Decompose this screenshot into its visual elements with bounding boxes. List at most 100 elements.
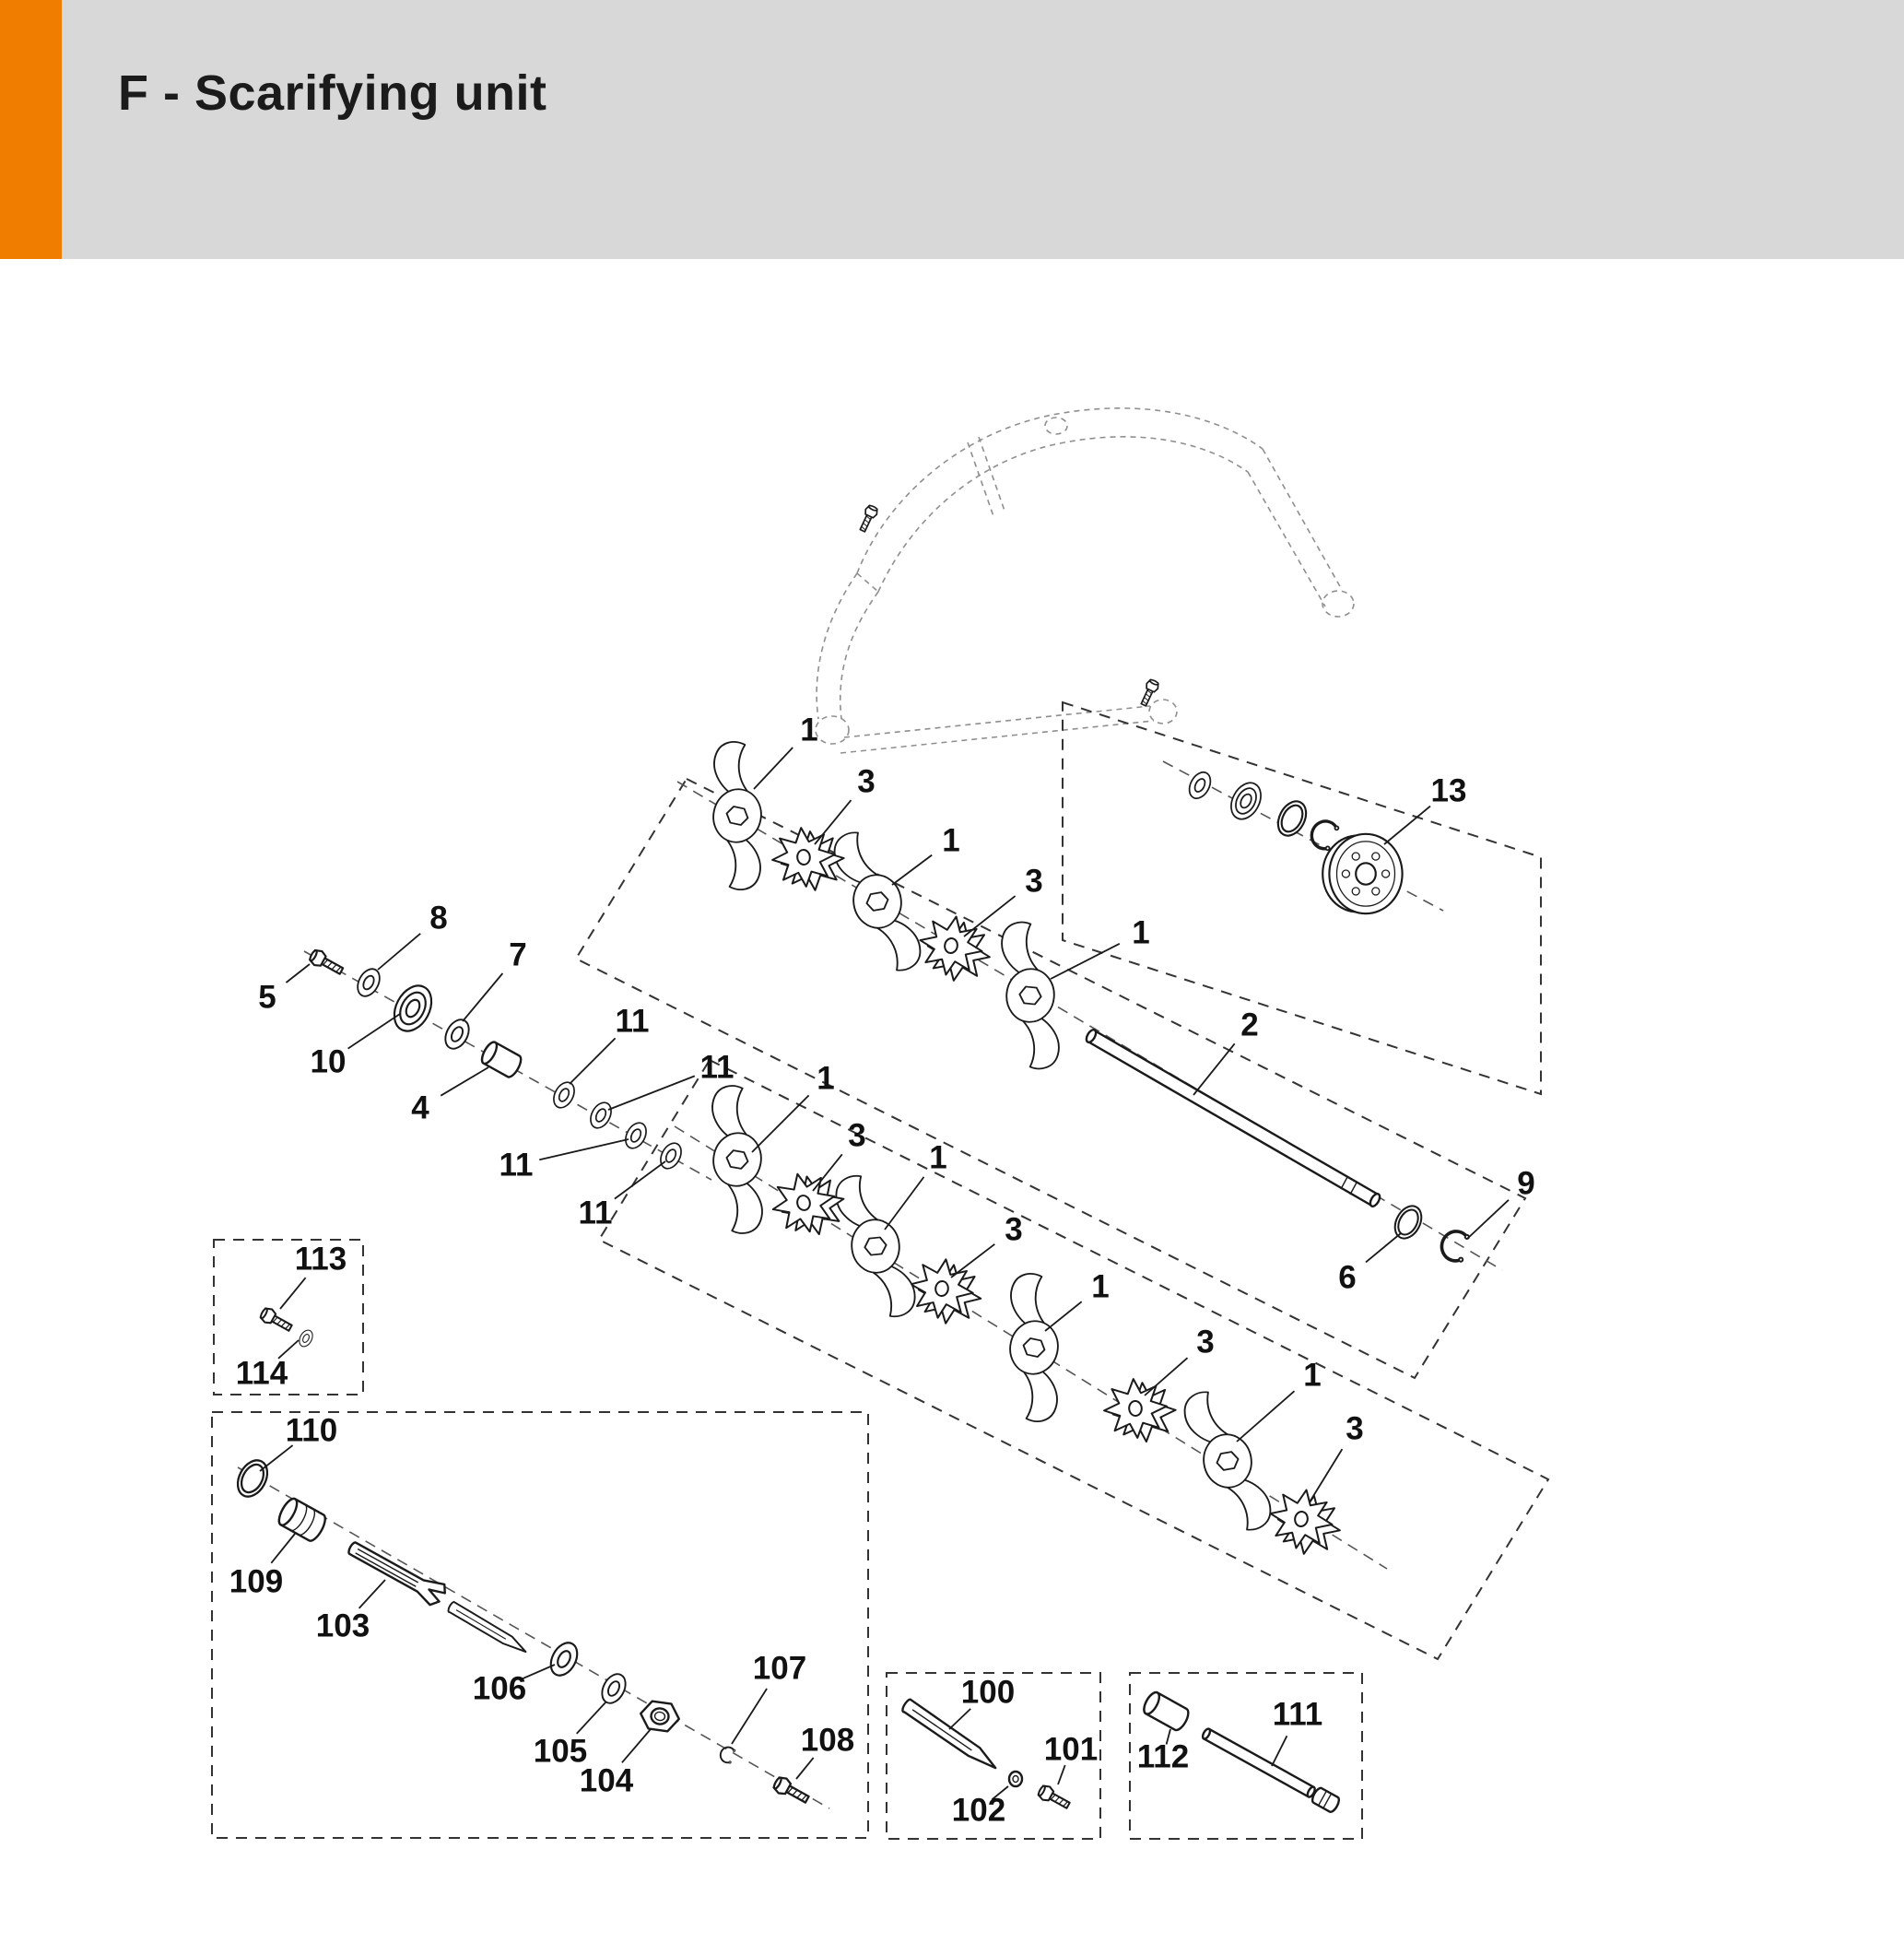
part-callout-3: 3 (1346, 1410, 1364, 1447)
lower-blade-assembly (597, 1058, 1550, 1661)
part-callout-8: 8 (429, 900, 448, 936)
leader-line (521, 1664, 556, 1680)
part-callout-114: 114 (235, 1355, 288, 1392)
leader-line (814, 799, 852, 845)
part-callout-3: 3 (848, 1117, 866, 1154)
leader-line (377, 933, 421, 971)
part-callout-11: 11 (615, 1003, 650, 1040)
leader-line (539, 1138, 629, 1161)
part-callout-112: 112 (1136, 1738, 1190, 1775)
leader-line (1271, 1735, 1288, 1767)
part-callout-11: 11 (499, 1147, 534, 1183)
leader-line (950, 1243, 995, 1278)
part-callout-100: 100 (960, 1674, 1016, 1711)
part-callout-1: 1 (1132, 914, 1150, 951)
part-callout-10: 10 (310, 1043, 347, 1080)
part-callout-6: 6 (1338, 1259, 1357, 1296)
leader-line (279, 1277, 307, 1310)
leader-line (614, 1160, 666, 1200)
leader-line (1165, 1728, 1171, 1745)
part-callout-3: 3 (1196, 1324, 1215, 1360)
leader-line (891, 854, 933, 886)
machine-frame-outline (815, 407, 1355, 754)
part-callout-9: 9 (1517, 1165, 1535, 1202)
page-title: F - Scarifying unit (118, 65, 547, 121)
leader-line (1057, 1764, 1066, 1785)
leader-line (440, 1066, 489, 1097)
leader-line (1383, 805, 1431, 845)
leader-lines (259, 747, 1510, 1800)
part-callout-1: 1 (942, 822, 960, 859)
part-callout-110: 110 (285, 1412, 338, 1449)
leader-line (1365, 1232, 1402, 1264)
part-callout-3: 3 (1005, 1211, 1023, 1248)
leader-line (285, 963, 311, 983)
leader-line (607, 1075, 696, 1111)
leader-line (731, 1688, 768, 1745)
leader-line (1466, 1199, 1510, 1240)
part-callout-104: 104 (579, 1762, 634, 1799)
ring-part (1007, 1770, 1024, 1788)
part-callout-111: 111 (1272, 1696, 1323, 1733)
leader-line (347, 1013, 401, 1050)
leader-line (884, 1176, 925, 1231)
header-band: F - Scarifying unit (0, 0, 1904, 259)
fastener-kit-box (213, 1239, 364, 1395)
leader-line (259, 1444, 294, 1472)
part-callout-1: 1 (800, 712, 818, 748)
shaft-kit-box (1129, 1672, 1363, 1840)
leader-line (277, 1339, 300, 1360)
leader-line (963, 895, 1017, 937)
part-callout-2: 2 (1240, 1007, 1259, 1043)
leader-line (1236, 1390, 1296, 1443)
leader-line (1044, 1301, 1083, 1332)
part-callout-4: 4 (411, 1089, 429, 1126)
part-callout-1: 1 (929, 1139, 947, 1176)
leader-line (751, 1094, 810, 1153)
leader-line (1144, 1357, 1189, 1396)
part-callout-7: 7 (509, 936, 527, 973)
part-callout-13: 13 (1430, 772, 1467, 809)
part-callout-108: 108 (800, 1722, 855, 1759)
leader-line (1193, 1042, 1236, 1096)
part-callout-1: 1 (1303, 1357, 1322, 1394)
part-callout-102: 102 (951, 1792, 1006, 1829)
leader-line (812, 1153, 843, 1192)
part-callout-3: 3 (1025, 863, 1043, 900)
part-callout-5: 5 (258, 979, 276, 1016)
leader-line (795, 1757, 815, 1780)
tool-kit-box (211, 1411, 869, 1839)
part-callout-105: 105 (533, 1733, 588, 1770)
accent-bar (0, 0, 62, 259)
part-callout-113: 113 (294, 1241, 347, 1278)
part-callout-1: 1 (1091, 1268, 1110, 1305)
leader-line (569, 1037, 617, 1085)
part-callout-107: 107 (752, 1650, 807, 1687)
part-callout-106: 106 (472, 1670, 527, 1707)
drive-pulley-group (1062, 701, 1542, 1096)
upper-blade-assembly (574, 737, 1527, 1380)
part-callout-101: 101 (1043, 1731, 1099, 1768)
shaft-part (1201, 1727, 1340, 1813)
part-callout-103: 103 (315, 1607, 370, 1644)
tine-kit-box (886, 1672, 1101, 1840)
leader-line (753, 747, 793, 790)
leader-line (576, 1701, 607, 1735)
leader-line (621, 1728, 652, 1763)
part-callout-11: 11 (699, 1049, 735, 1086)
part-callout-11: 11 (578, 1195, 613, 1231)
part-callout-3: 3 (857, 763, 876, 800)
leader-line (462, 972, 504, 1022)
part-callout-1: 1 (817, 1060, 835, 1097)
roller-shaft (1085, 1029, 1381, 1207)
bearing-hardware-group (303, 947, 712, 1181)
leader-line (358, 1579, 386, 1609)
leader-line (270, 1533, 296, 1564)
ring-hole (1012, 1774, 1019, 1784)
leader-line (948, 1708, 971, 1730)
part-callout-109: 109 (229, 1563, 284, 1600)
leader-line (1050, 942, 1121, 980)
